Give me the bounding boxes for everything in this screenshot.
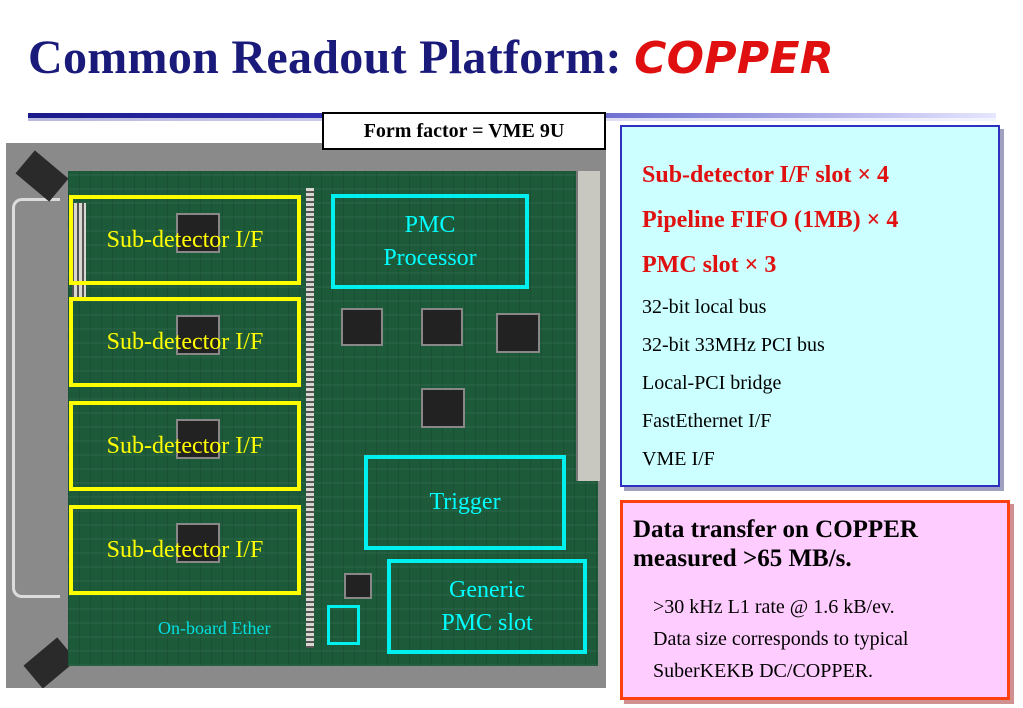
sub-detector-label: Sub-detector I/F xyxy=(106,328,264,355)
pmc-processor-box: PMC Processor xyxy=(331,194,529,289)
pmc-processor-line-2: Processor xyxy=(383,244,477,271)
chip xyxy=(341,308,383,346)
generic-pmc-line-1: Generic xyxy=(449,576,525,603)
chip xyxy=(344,573,372,599)
top-ejector-handle xyxy=(15,150,69,202)
chip xyxy=(421,388,465,428)
data-transfer-panel: Data transfer on COPPER measured >65 MB/… xyxy=(620,500,1010,700)
sub-detector-if-box-1: Sub-detector I/F xyxy=(69,195,301,285)
chip xyxy=(176,213,220,253)
chip xyxy=(496,313,540,353)
onboard-ether-label: On-board Ether xyxy=(158,618,271,638)
transfer-body-line: SuberKEKB DC/COPPER. xyxy=(653,660,874,682)
title-accent: COPPER xyxy=(634,33,835,84)
title-main: Common Readout Platform: xyxy=(28,31,635,84)
generic-pmc-slot-box: Generic PMC slot xyxy=(387,559,587,654)
sub-detector-label: Sub-detector I/F xyxy=(106,226,264,253)
front-panel-rail xyxy=(12,198,60,598)
onboard-ether-box xyxy=(327,605,360,645)
spec-red-line: Sub-detector I/F slot × 4 xyxy=(642,162,889,188)
sub-detector-if-box-4: Sub-detector I/F xyxy=(69,505,301,595)
pmc-processor-line-1: PMC xyxy=(404,211,456,238)
trigger-box: Trigger xyxy=(364,455,566,550)
transfer-heading-line: Data transfer on COPPER xyxy=(633,516,918,543)
slide-title: Common Readout Platform: COPPER xyxy=(28,30,834,85)
spec-red-line: Pipeline FIFO (1MB) × 4 xyxy=(642,207,899,233)
generic-pmc-line-2: PMC slot xyxy=(441,609,533,636)
sub-detector-if-box-3: Sub-detector I/F xyxy=(69,401,301,491)
vme-connector-edge xyxy=(576,171,600,481)
spec-line: VME I/F xyxy=(642,448,715,470)
sub-detector-label: Sub-detector I/F xyxy=(106,432,264,459)
form-factor-box: Form factor = VME 9U xyxy=(322,112,606,150)
trigger-label: Trigger xyxy=(429,489,501,515)
chip xyxy=(176,315,220,355)
spec-panel: Sub-detector I/F slot × 4 Pipeline FIFO … xyxy=(620,125,1000,487)
spec-line: 32-bit local bus xyxy=(642,296,767,318)
transfer-heading-line: measured >65 MB/s. xyxy=(633,545,852,572)
transfer-body: >30 kHz L1 rate @ 1.6 kB/ev. Data size c… xyxy=(653,591,1007,687)
spec-line: Local-PCI bridge xyxy=(642,372,782,394)
chip xyxy=(176,419,220,459)
sub-detector-if-box-2: Sub-detector I/F xyxy=(69,297,301,387)
transfer-body-line: Data size corresponds to typical xyxy=(653,628,909,650)
spec-line: FastEthernet I/F xyxy=(642,410,772,432)
card-connector-strip xyxy=(306,188,314,648)
board-photo xyxy=(6,143,606,688)
chip xyxy=(176,523,220,563)
chip xyxy=(421,308,463,346)
transfer-body-line: >30 kHz L1 rate @ 1.6 kB/ev. xyxy=(653,596,895,618)
sub-detector-label: Sub-detector I/F xyxy=(106,536,264,563)
spec-line: 32-bit 33MHz PCI bus xyxy=(642,334,825,356)
spec-red-line: PMC slot × 3 xyxy=(642,252,777,278)
